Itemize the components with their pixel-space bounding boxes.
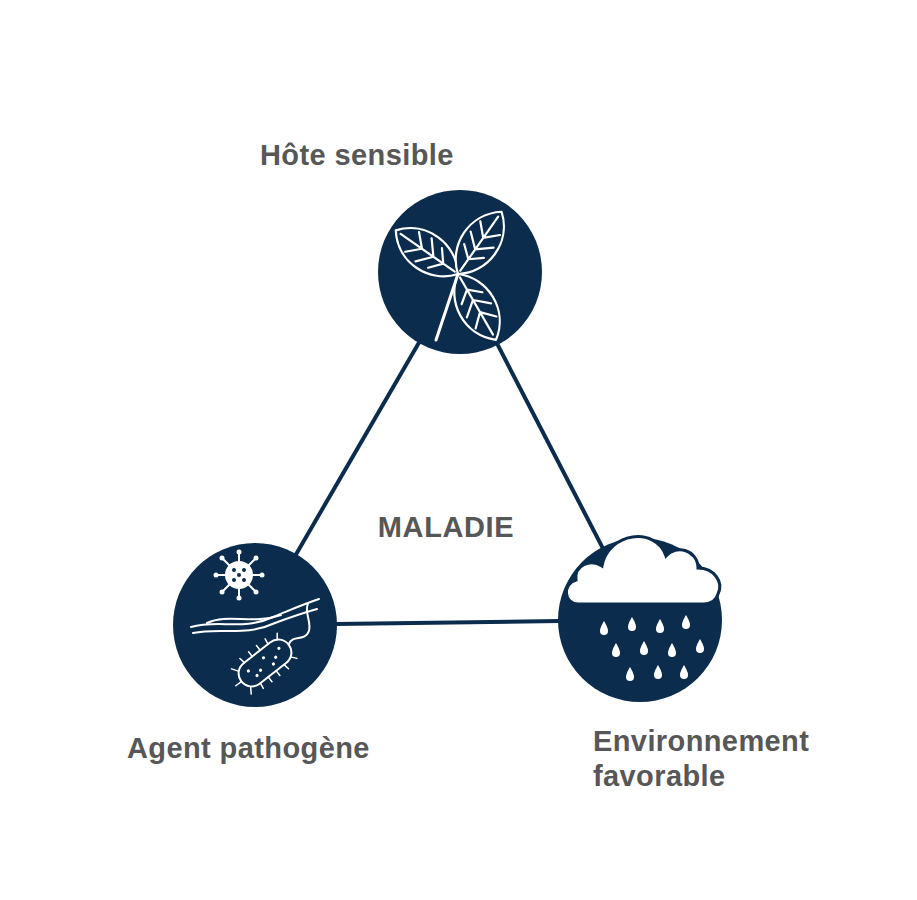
triangle-side	[336, 621, 559, 624]
circle-shape	[378, 190, 542, 354]
center-label: MALADIE	[374, 510, 518, 545]
node-icon	[173, 543, 337, 707]
pathogen-node: Agent pathogène	[173, 543, 337, 707]
node-label: Environnement favorable	[593, 724, 878, 794]
node-label: Hôte sensible	[260, 138, 454, 173]
circle-shape	[173, 543, 337, 707]
node-icon	[378, 190, 542, 354]
circle-shape	[558, 538, 722, 702]
host-node: Hôte sensible	[378, 190, 542, 354]
node-label: Agent pathogène	[127, 731, 370, 766]
node-icon	[558, 537, 722, 702]
environment-node: Environnement favorable	[558, 538, 722, 702]
